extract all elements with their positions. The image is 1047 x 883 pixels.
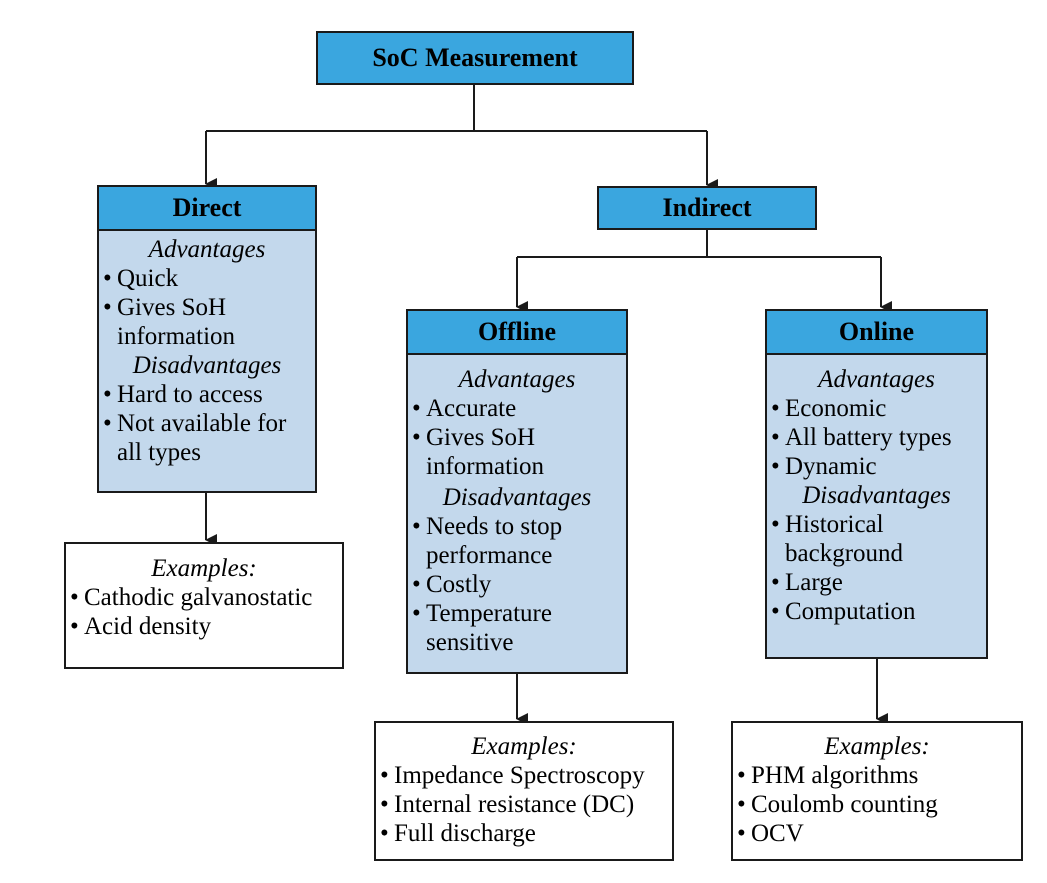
list-item: •OCV [737,820,804,847]
direct-header: Direct [97,185,317,231]
list-item: •Dynamic [771,453,877,480]
root-title: SoC Measurement [372,43,578,72]
list-item: •Not available for all types [103,410,287,466]
list-item: •Computation [771,598,916,625]
direct-title: Direct [172,193,242,222]
offline-disadvantages-label: Disadvantages [442,484,592,511]
online-examples-list: •PHM algorithms •Coulomb counting •OCV [737,761,1017,848]
online-disadvantages-list: •Historical background •Large •Computati… [771,510,982,626]
list-item: •Full discharge [380,820,536,847]
list-item: •Needs to stop performance [412,513,563,569]
list-item: •Coulomb counting [737,791,938,818]
offline-examples-box: Examples: •Impedance Spectroscopy •Inter… [374,721,674,861]
online-advantages-label: Advantages [818,366,935,393]
direct-disadvantages-list: •Hard to access •Not available for all t… [103,380,311,467]
indirect-title: Indirect [662,193,752,222]
list-item: •Large [771,569,843,596]
offline-advantages-list: •Accurate •Gives SoH information [412,394,622,481]
direct-disadvantages-label: Disadvantages [132,352,282,379]
list-item: •Cathodic galvanostatic [70,584,313,611]
online-examples-label: Examples: [824,733,930,760]
offline-examples-list: •Impedance Spectroscopy •Internal resist… [380,761,668,848]
list-item: •Quick [103,265,179,292]
list-item: •All battery types [771,424,952,451]
offline-panel: Advantages •Accurate •Gives SoH informat… [406,353,628,674]
offline-examples-label: Examples: [471,733,577,760]
list-item: •Accurate [412,395,517,422]
list-item: •Gives SoH information [412,424,545,480]
list-item: •Gives SoH information [103,294,236,350]
offline-advantages-label: Advantages [458,366,576,393]
indirect-box: Indirect [597,186,817,230]
list-item: •Economic [771,395,887,422]
direct-examples-label: Examples: [151,555,257,582]
root-box: SoC Measurement [316,31,634,85]
online-advantages-list: •Economic •All battery types •Dynamic [771,394,982,481]
online-disadvantages-label: Disadvantages [802,482,951,509]
online-title: Online [838,317,915,346]
direct-advantages-label: Advantages [148,236,266,263]
list-item: •Acid density [70,613,212,640]
direct-examples-list: •Cathodic galvanostatic •Acid density [70,583,338,641]
list-item: •PHM algorithms [737,762,919,789]
list-item: •Costly [412,571,492,598]
list-item: •Impedance Spectroscopy [380,762,645,789]
list-item: •Internal resistance (DC) [380,791,635,818]
offline-disadvantages-list: •Needs to stop performance •Costly •Temp… [412,512,622,657]
list-item: •Historical background [771,511,904,567]
direct-examples-box: Examples: •Cathodic galvanostatic •Acid … [64,542,344,669]
offline-header: Offline [406,309,628,355]
online-header: Online [765,309,988,355]
online-panel: Advantages •Economic •All battery types … [765,353,988,659]
list-item: •Hard to access [103,381,263,408]
list-item: •Temperature sensitive [412,600,552,656]
online-examples-box: Examples: •PHM algorithms •Coulomb count… [731,721,1023,861]
offline-title: Offline [478,317,556,346]
direct-advantages-list: •Quick •Gives SoH information [103,264,311,351]
direct-panel: Advantages •Quick •Gives SoH information… [97,229,317,493]
